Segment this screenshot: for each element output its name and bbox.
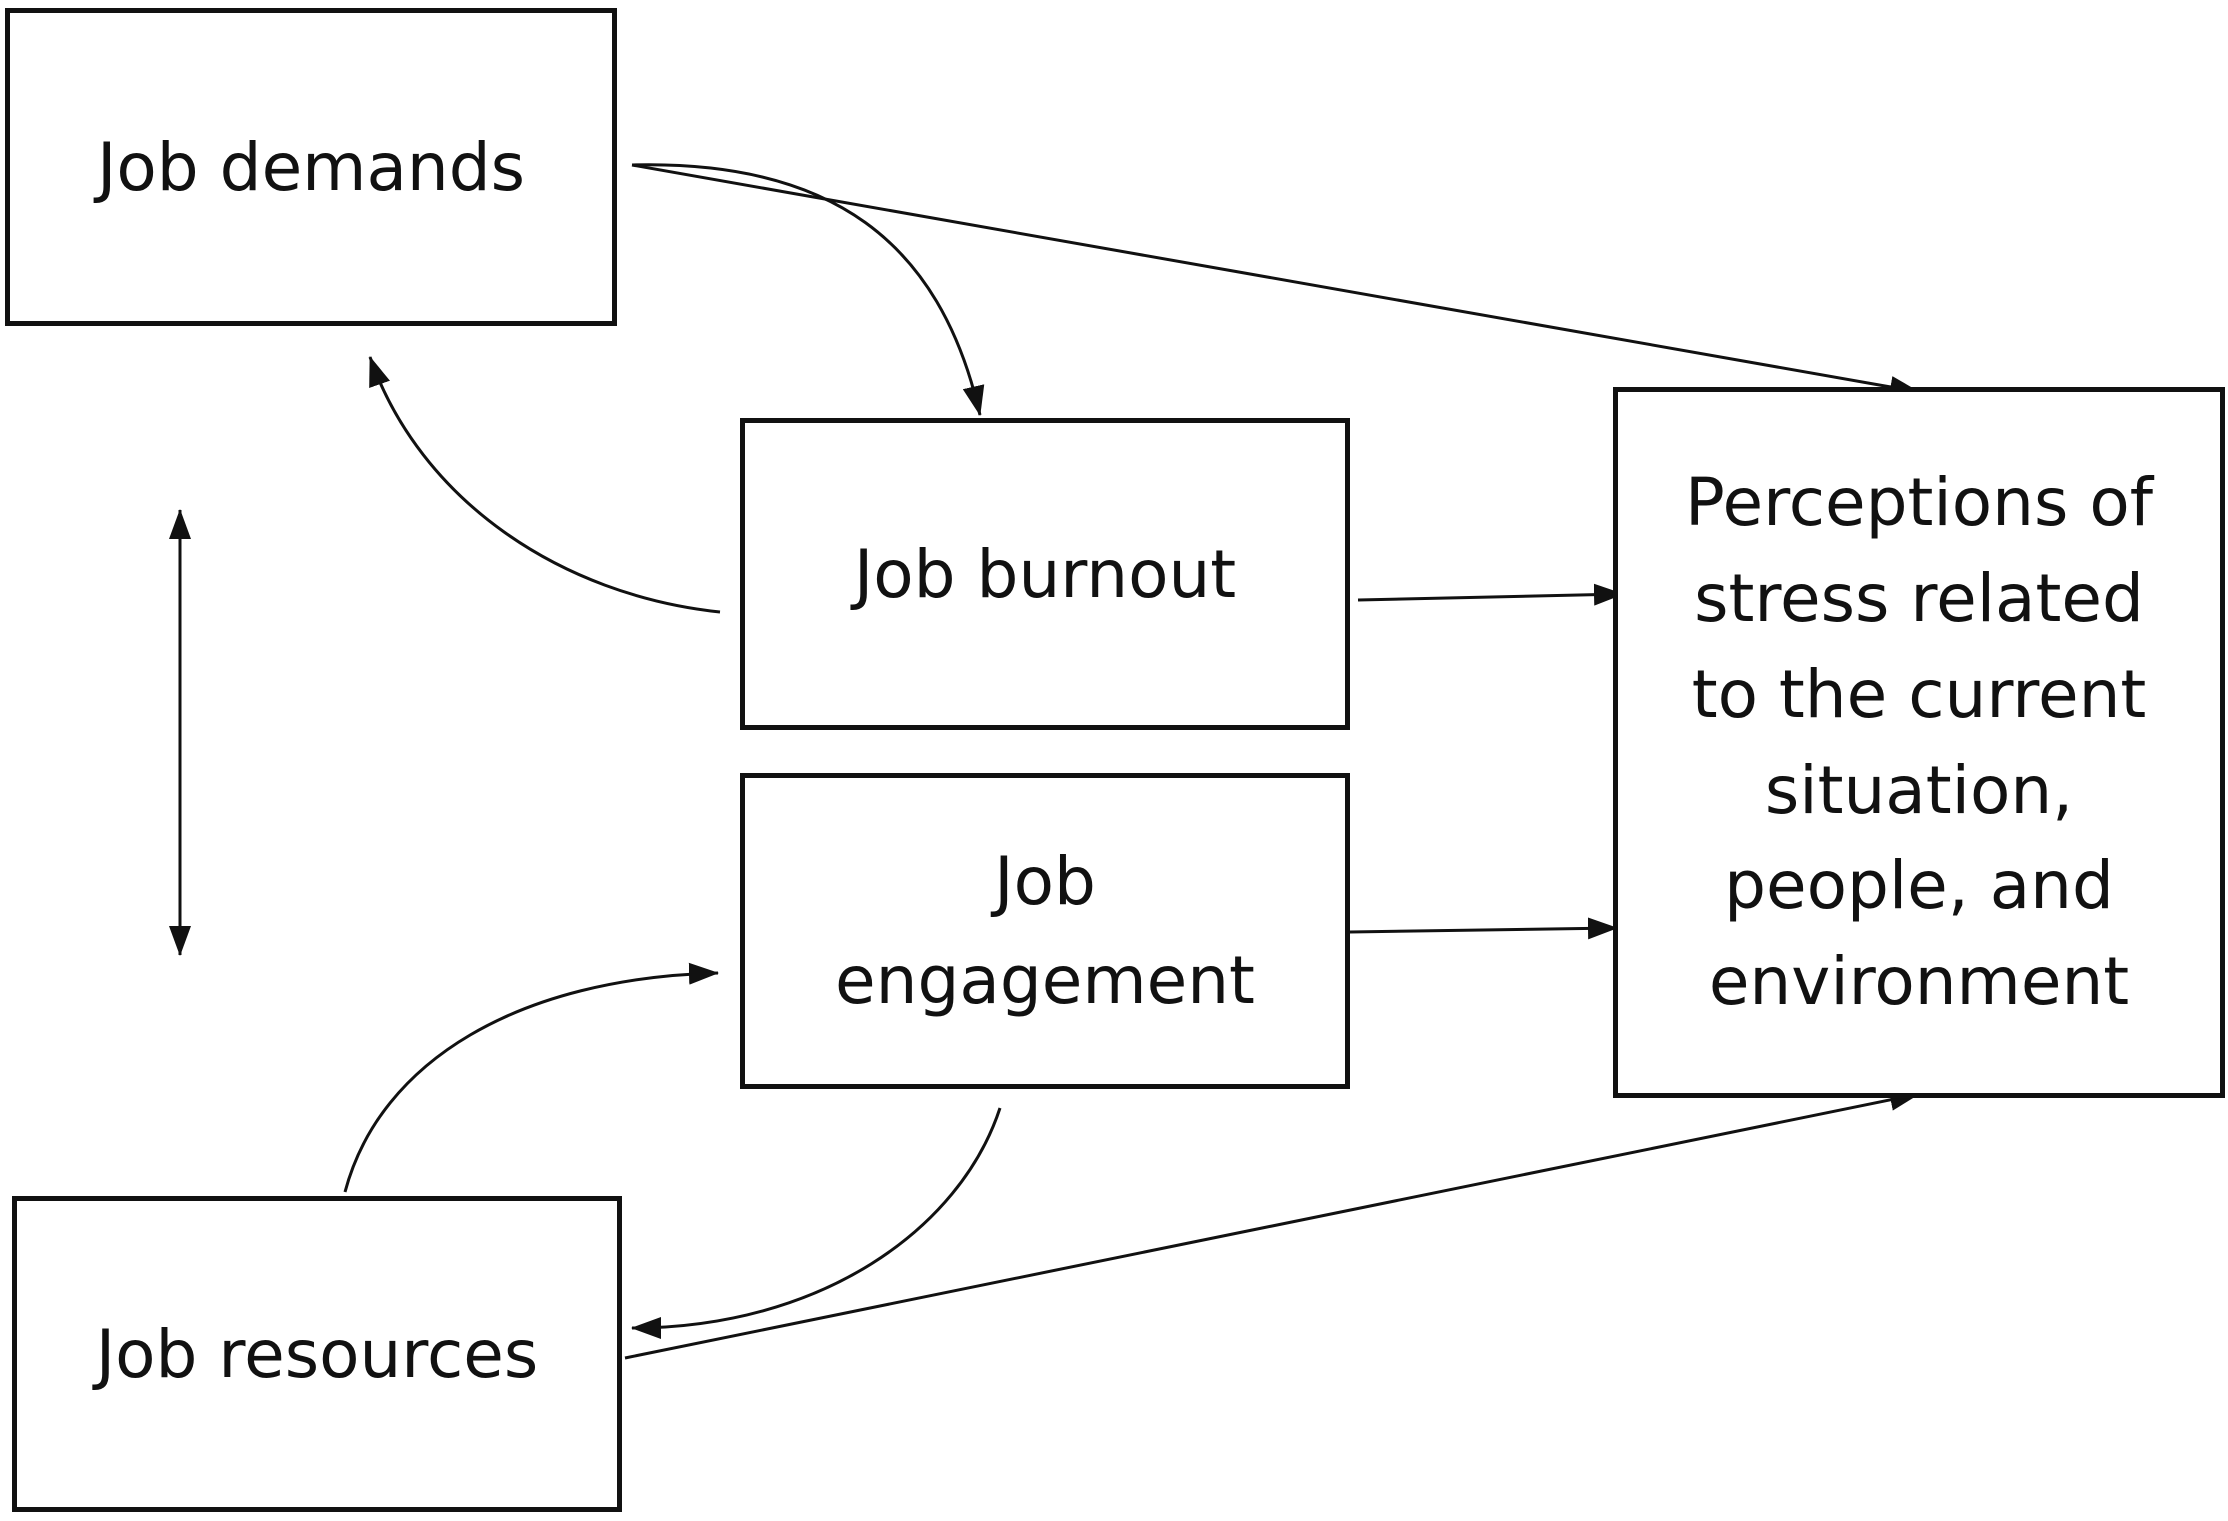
node-stress-perceptions-line: to the current bbox=[1691, 655, 2147, 733]
node-job-engagement: Job engagement bbox=[740, 773, 1350, 1089]
arrow-resources-to-stress bbox=[624, 1089, 1920, 1360]
arrow-engagement-to-resources bbox=[631, 1107, 1002, 1339]
node-job-resources: Job resources bbox=[12, 1196, 622, 1512]
arrow-demands-to-stress bbox=[631, 163, 1920, 398]
arrow-demands-to-burnout bbox=[631, 163, 985, 416]
node-job-burnout: Job burnout bbox=[740, 418, 1350, 730]
node-job-engagement-line: Job bbox=[994, 843, 1096, 920]
node-job-engagement-line: engagement bbox=[835, 942, 1255, 1019]
node-stress-perceptions-line: Perceptions of bbox=[1685, 464, 2153, 542]
arrow-engagement-to-stress bbox=[1349, 917, 1618, 940]
node-stress-perceptions: Perceptions of stress related to the cur… bbox=[1613, 387, 2225, 1098]
node-job-demands: Job demands bbox=[5, 8, 617, 326]
node-stress-perceptions-line: environment bbox=[1708, 942, 2130, 1020]
node-stress-perceptions-line: people, and bbox=[1724, 847, 2114, 925]
arrow-burnout-to-demands bbox=[368, 356, 721, 614]
node-stress-perceptions-label: Perceptions of stress related to the cur… bbox=[1685, 455, 2153, 1029]
arrow-burnout-to-stress bbox=[1357, 583, 1624, 606]
node-job-resources-label: Job resources bbox=[95, 1315, 539, 1393]
node-stress-perceptions-line: situation, bbox=[1764, 751, 2074, 829]
arrow-resources-to-engagement bbox=[343, 962, 719, 1193]
node-job-engagement-label: Job engagement bbox=[835, 832, 1255, 1030]
node-job-burnout-label: Job burnout bbox=[853, 535, 1237, 613]
node-stress-perceptions-line: stress related bbox=[1694, 560, 2144, 638]
node-job-demands-label: Job demands bbox=[96, 128, 526, 206]
